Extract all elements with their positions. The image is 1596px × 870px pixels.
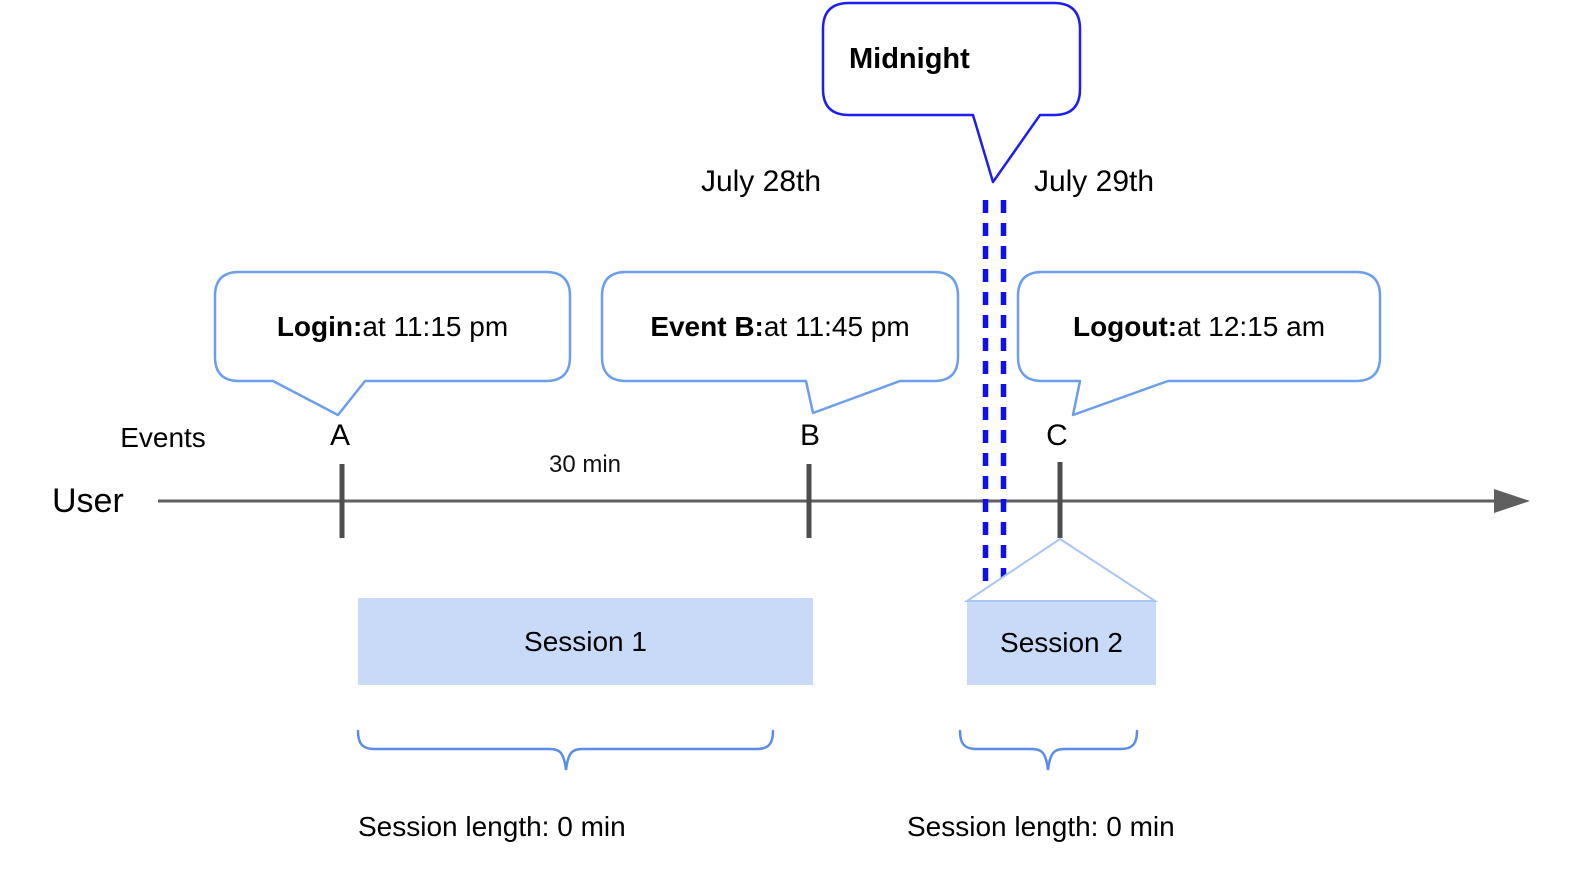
event-b-callout-detail: at 11:45 pm bbox=[763, 310, 910, 342]
session2-connector-triangle bbox=[963, 537, 1159, 602]
event-b-callout-text: Event B: at 11:45 pm bbox=[602, 272, 958, 381]
session2-bar bbox=[967, 600, 1156, 685]
session2-length-brace bbox=[958, 729, 1139, 771]
session1-length-brace bbox=[356, 729, 775, 771]
session1-label: Session 1 bbox=[358, 598, 813, 685]
event-marker-b: B bbox=[799, 419, 821, 452]
date-label-july-29: July 29th bbox=[1033, 165, 1155, 198]
events-row-label: Events bbox=[120, 422, 206, 453]
event-b-callout-title: Event B: bbox=[650, 310, 764, 342]
interval-label: 30 min bbox=[548, 451, 622, 478]
midnight-callout-label: Midnight bbox=[849, 43, 970, 75]
session2-label-text: Session 2 bbox=[1000, 626, 1123, 658]
session1-length-label: Session length: 0 min bbox=[358, 811, 626, 842]
session1-bar bbox=[358, 598, 813, 685]
login-callout-detail: at 11:15 pm bbox=[362, 310, 509, 342]
session2-length-label: Session length: 0 min bbox=[907, 811, 1175, 842]
timeline-arrowhead-icon bbox=[1494, 489, 1530, 513]
event-marker-c: C bbox=[1046, 419, 1068, 452]
logout-callout-text: Logout: at 12:15 am bbox=[1018, 272, 1380, 381]
logout-callout-detail: at 12:15 am bbox=[1177, 310, 1326, 342]
session1-label-text: Session 1 bbox=[524, 625, 647, 657]
user-row-label: User bbox=[52, 482, 124, 520]
event-marker-a: A bbox=[329, 419, 351, 452]
session2-label: Session 2 bbox=[967, 600, 1156, 685]
midnight-callout-bubble bbox=[821, 1, 1082, 184]
logout-callout-title: Logout: bbox=[1072, 310, 1178, 342]
login-callout-text: Login: at 11:15 pm bbox=[215, 272, 570, 381]
date-label-july-28: July 28th bbox=[700, 165, 822, 198]
login-callout-title: Login: bbox=[276, 310, 363, 342]
